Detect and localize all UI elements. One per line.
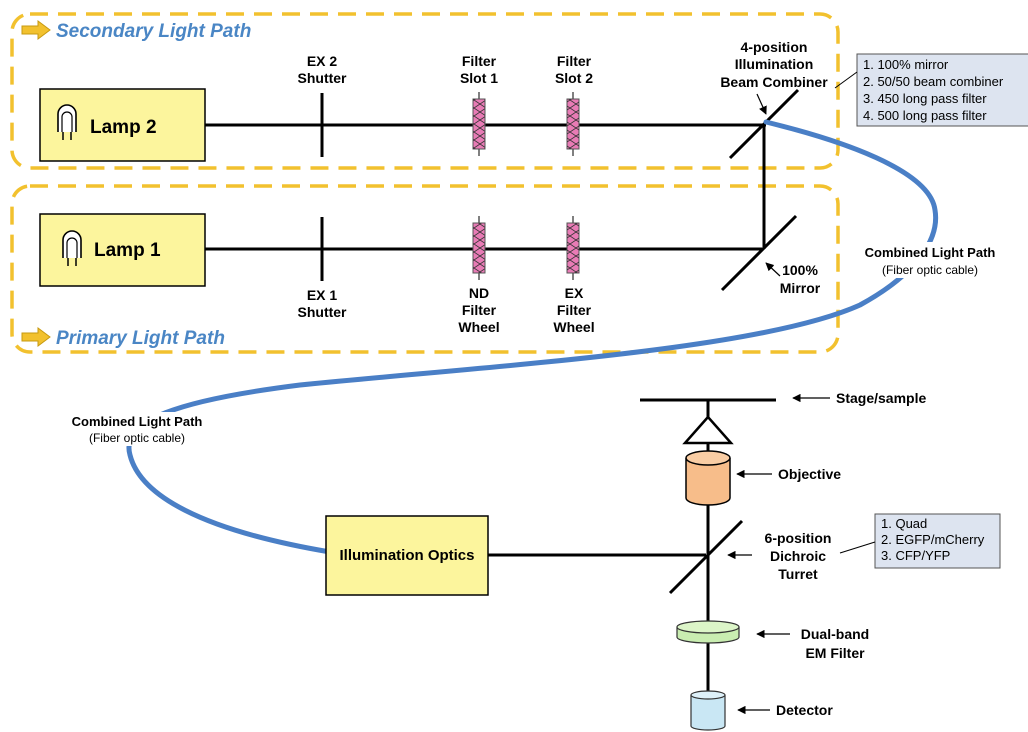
combiner-label-1: 4-position <box>741 39 808 55</box>
right-arrow-icon <box>21 327 51 347</box>
combined-left-label-bg <box>60 412 214 446</box>
filter-slot-2-label-2: Slot 2 <box>555 70 593 86</box>
dichroic-options-box <box>874 513 1001 569</box>
nd-filter-wheel <box>472 216 486 280</box>
light-bulb-icon <box>62 230 82 266</box>
lamp-2-label: Lamp 2 <box>90 117 157 138</box>
mirror-label-1: 100% <box>782 262 818 278</box>
ex-filter-label-3: Wheel <box>553 319 594 335</box>
dichroic-option-2: 2. EGFP/mCherry <box>881 532 985 547</box>
em-filter-label-1: Dual-band <box>801 626 869 642</box>
primary-path-border <box>10 184 840 354</box>
dichroic-label-3: Turret <box>778 566 818 582</box>
combiner-options-connector <box>834 71 858 89</box>
filter-slot-2-label-1: Filter <box>557 53 592 69</box>
combined-right-label-1: Combined Light Path <box>865 245 996 260</box>
detector-label: Detector <box>776 702 833 718</box>
em-filter <box>676 620 740 644</box>
combined-right-label-bg <box>848 242 1012 278</box>
filter-slot-2 <box>566 92 580 156</box>
ex1-shutter-label-1: EX 1 <box>307 287 338 303</box>
combiner-label-2: Illumination <box>735 56 814 72</box>
ex-filter-label-2: Filter <box>557 302 592 318</box>
combined-left-label-1: Combined Light Path <box>72 414 203 429</box>
ex2-shutter-label-1: EX 2 <box>307 53 338 69</box>
combiner-pointer-arrow <box>756 93 767 115</box>
ex-filter-wheel <box>566 216 580 280</box>
ex1-shutter-label-2: Shutter <box>298 304 348 320</box>
filter-slot-1 <box>472 92 486 156</box>
combined-right-label-2: (Fiber optic cable) <box>882 263 978 277</box>
em-filter-label-2: EM Filter <box>805 645 865 661</box>
secondary-path-title: Secondary Light Path <box>56 21 251 42</box>
dichroic-option-1: 1. Quad <box>881 516 927 531</box>
right-arrow-icon <box>21 20 51 40</box>
combiner-option-4: 4. 500 long pass filter <box>863 108 987 123</box>
secondary-path-border <box>10 12 840 170</box>
combiner-options-box <box>856 53 1028 127</box>
full-mirror <box>720 214 798 292</box>
objective-label: Objective <box>778 466 841 482</box>
combined-left-label-2: (Fiber optic cable) <box>89 431 185 445</box>
ex-filter-label-1: EX <box>565 285 584 301</box>
mirror-label-2: Mirror <box>780 280 821 296</box>
detector <box>690 690 726 731</box>
dichroic-options-connector <box>839 541 876 554</box>
nd-filter-label-3: Wheel <box>458 319 499 335</box>
nd-filter-label-2: Filter <box>462 302 497 318</box>
illumination-optics-box <box>325 515 489 596</box>
beam-combiner <box>728 88 800 160</box>
combiner-option-3: 3. 450 long pass filter <box>863 91 987 106</box>
primary-path-title: Primary Light Path <box>56 328 225 349</box>
combiner-option-2: 2. 50/50 beam combiner <box>863 74 1004 89</box>
mirror-pointer-arrow <box>765 262 781 277</box>
dichroic-label-2: Dichroic <box>770 548 826 564</box>
lamp-1-label: Lamp 1 <box>94 240 161 261</box>
dichroic-option-3: 3. CFP/YFP <box>881 548 950 563</box>
combiner-label-3: Beam Combiner <box>720 74 828 90</box>
nd-filter-label-1: ND <box>469 285 489 301</box>
dichroic-label-1: 6-position <box>765 530 832 546</box>
objective <box>682 415 734 506</box>
dichroic-turret <box>668 519 744 595</box>
light-bulb-icon <box>57 104 77 140</box>
stage-label: Stage/sample <box>836 390 926 406</box>
illumination-optics-label: Illumination Optics <box>339 547 474 564</box>
filter-slot-1-label-1: Filter <box>462 53 497 69</box>
filter-slot-1-label-2: Slot 1 <box>460 70 498 86</box>
combiner-option-1: 1. 100% mirror <box>863 57 949 72</box>
ex2-shutter-label-2: Shutter <box>298 70 348 86</box>
fiber-optic-cable <box>126 119 939 555</box>
